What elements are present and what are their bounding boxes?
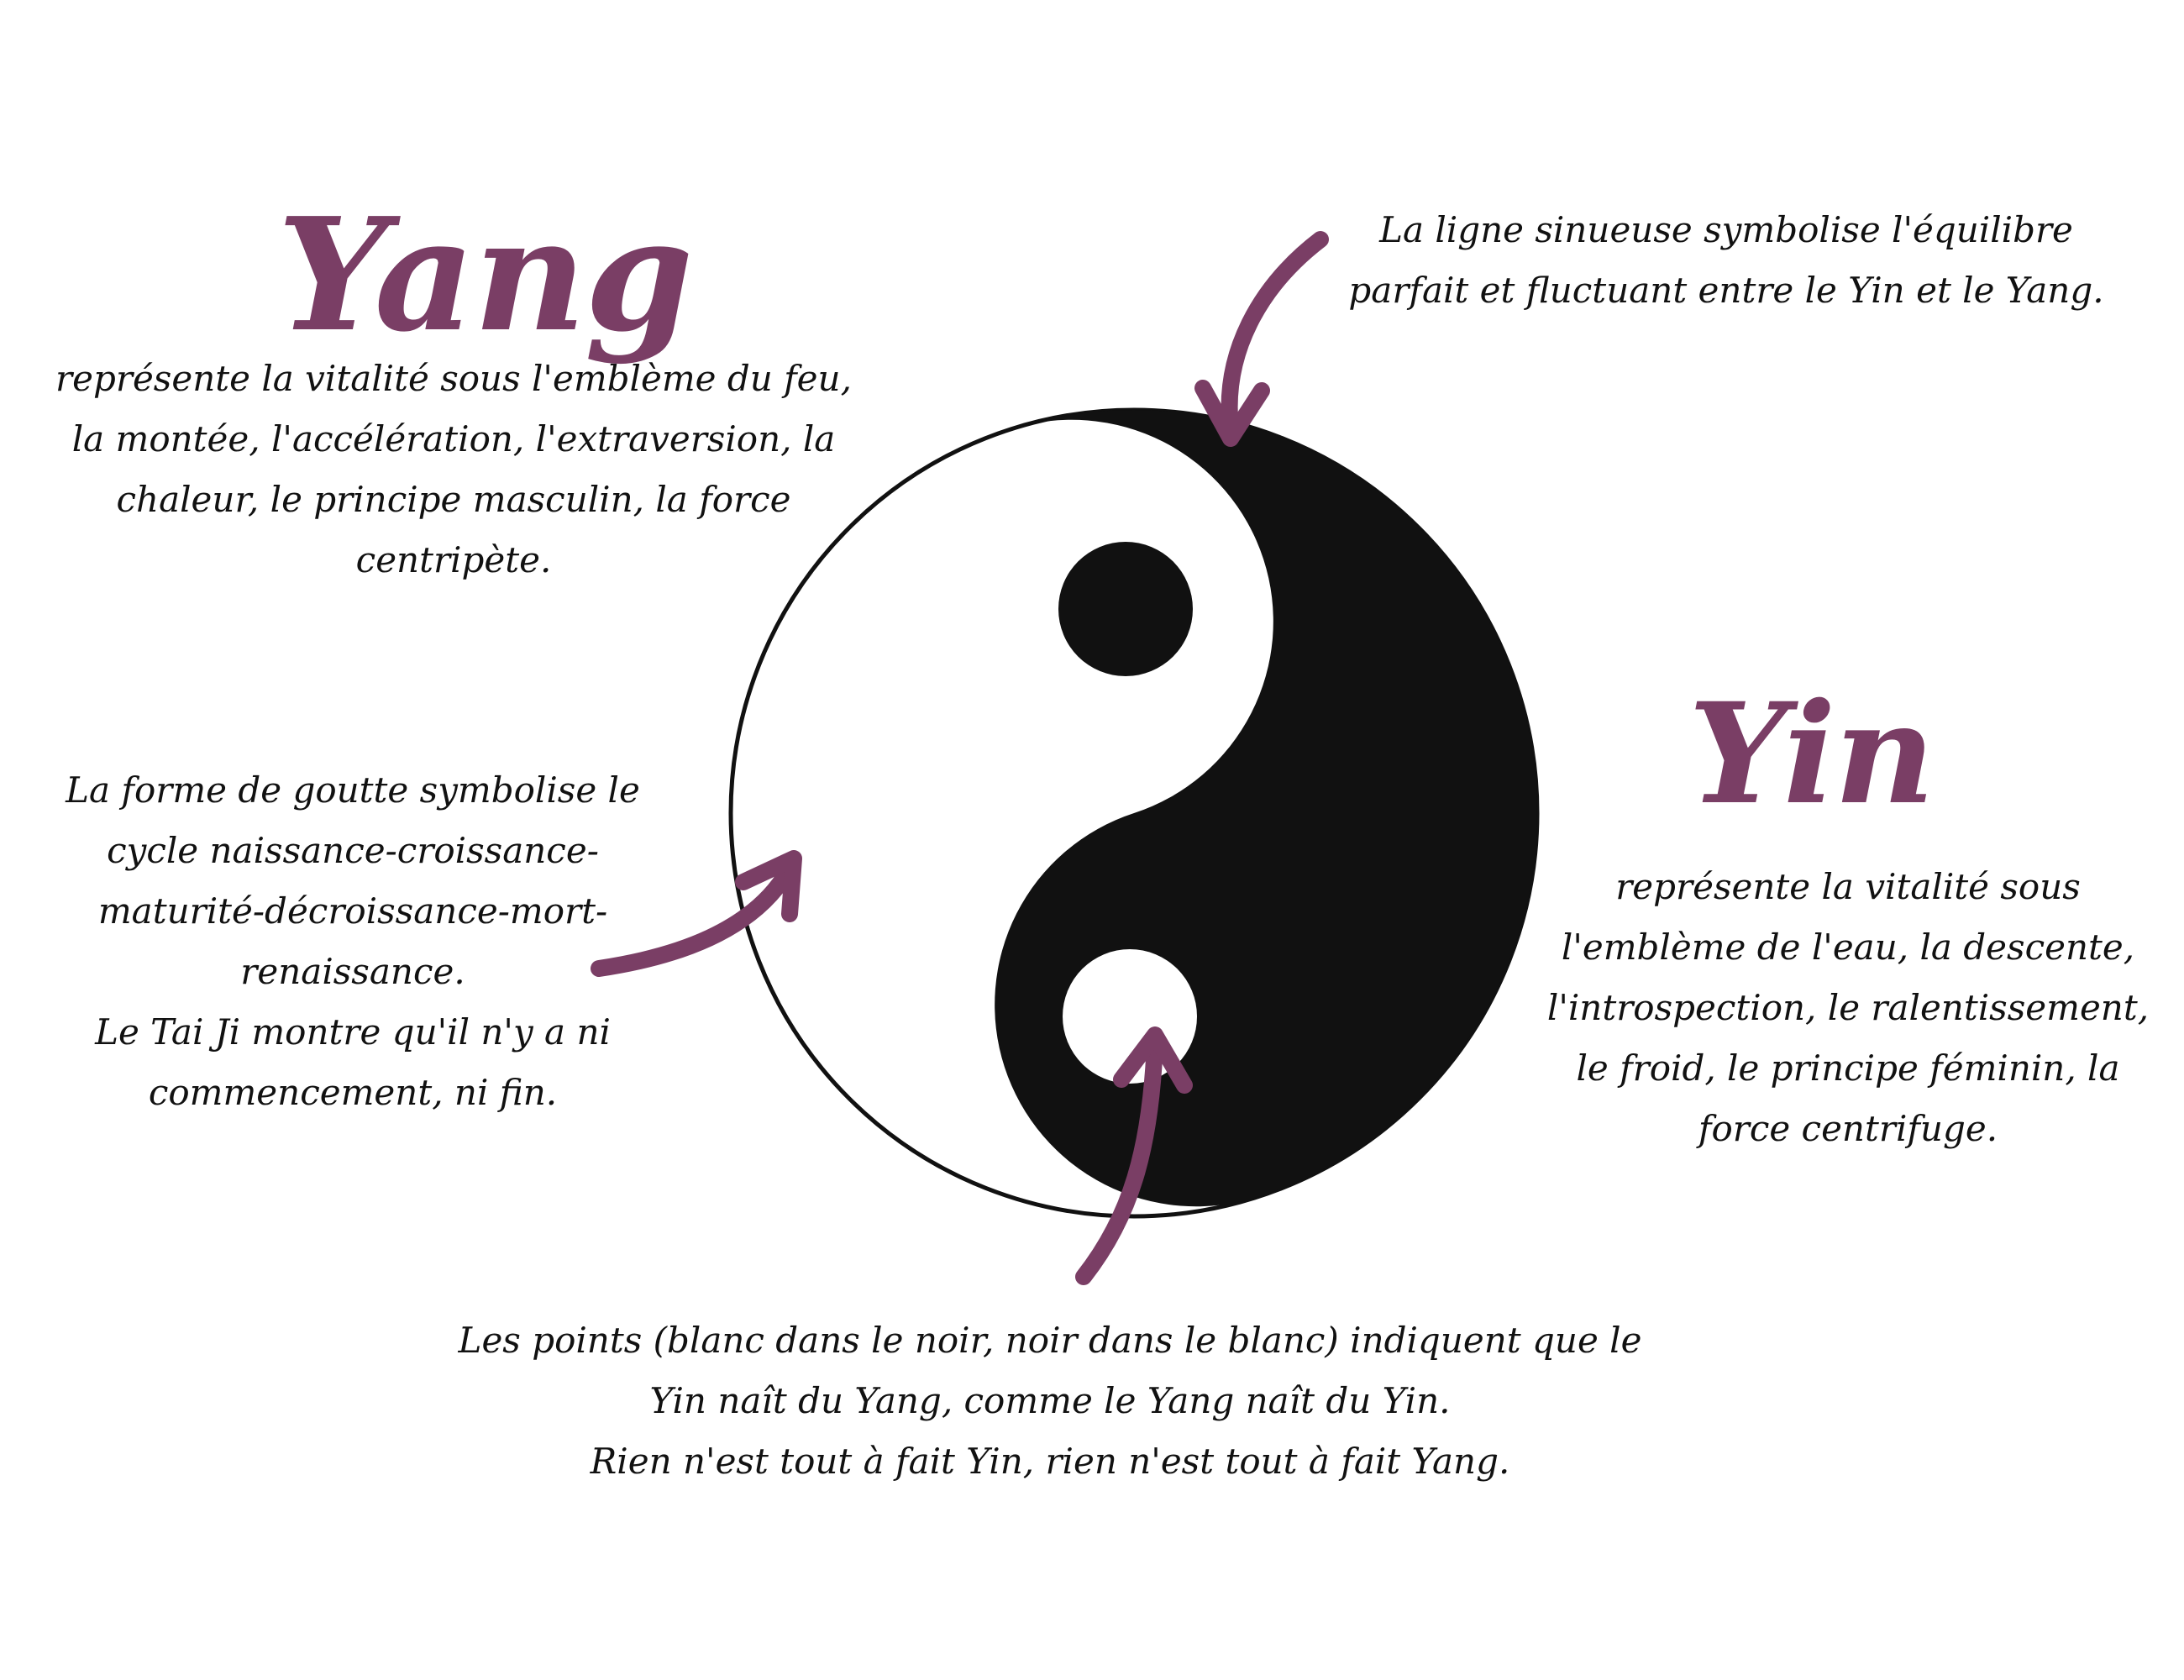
yang-title: Yang — [277, 183, 693, 366]
drop-shape-note-line: commencement, ni fin. — [148, 1072, 558, 1113]
curved-arrow-icon — [1075, 1026, 1193, 1285]
points-note: Les points (blanc dans le noir, noir dan… — [353, 1310, 1747, 1492]
yin-description-line: force centrifuge. — [1698, 1108, 1998, 1149]
arrow-sinuous-line-shaft — [1221, 231, 1329, 437]
sinuous-line-note-line: parfait et fluctuant entre le Yin et le … — [1348, 270, 2104, 311]
curved-arrow-icon — [1194, 231, 1329, 447]
arrow-points-shaft — [1075, 1033, 1163, 1285]
yang-description-line: la montée, l'accélération, l'extraversio… — [71, 418, 836, 459]
drop-shape-note-line: cycle naissance-croissance- — [107, 830, 599, 871]
yang-description-line: chaleur, le principe masculin, la force — [116, 479, 791, 520]
yin-description-line: représente la vitalité sous — [1615, 866, 2081, 907]
drop-shape-note-line: renaissance. — [240, 951, 465, 992]
arrow-drop-shape-shaft — [591, 857, 800, 977]
sinuous-line-note-line: La ligne sinueuse symbolise l'équilibre — [1379, 209, 2073, 250]
yin-description-line: l'introspection, le ralentissement, — [1546, 987, 2150, 1028]
yin-description: représente la vitalité sous l'emblème de… — [1512, 857, 2184, 1159]
yang-description: représente la vitalité sous l'emblème du… — [17, 349, 890, 591]
black-dot — [1058, 542, 1193, 676]
arrow-sinuous-line-head — [1194, 380, 1270, 447]
drop-shape-note-line: maturité-décroissance-mort- — [97, 890, 608, 932]
drop-shape-note-line: La forme de goutte symbolise le — [66, 769, 640, 811]
yin-yang-icon — [728, 407, 1540, 1219]
yin-title: Yin — [1688, 672, 1935, 835]
yin-description-line: l'emblème de l'eau, la descente, — [1561, 927, 2135, 968]
drop-shape-note: La forme de goutte symbolise le cycle na… — [17, 760, 689, 1123]
yang-description-line: centripète. — [355, 539, 552, 580]
yin-description-line: le froid, le principe féminin, la — [1576, 1047, 2120, 1089]
drop-shape-note-line: Le Tai Ji montre qu'il n'y a ni — [95, 1011, 611, 1053]
points-note-line: Yin naît du Yang, comme le Yang naît du … — [649, 1380, 1451, 1421]
points-note-line: Rien n'est tout à fait Yin, rien n'est t… — [590, 1441, 1510, 1482]
arrow-drop-shape-head — [735, 850, 802, 922]
sinuous-line-note: La ligne sinueuse symbolise l'équilibre … — [1268, 200, 2184, 321]
curved-arrow-icon — [591, 850, 802, 977]
yang-description-line: représente la vitalité sous l'emblème du… — [55, 358, 852, 399]
arrow-points-head — [1113, 1026, 1193, 1094]
points-note-line: Les points (blanc dans le noir, noir dan… — [458, 1320, 1642, 1361]
